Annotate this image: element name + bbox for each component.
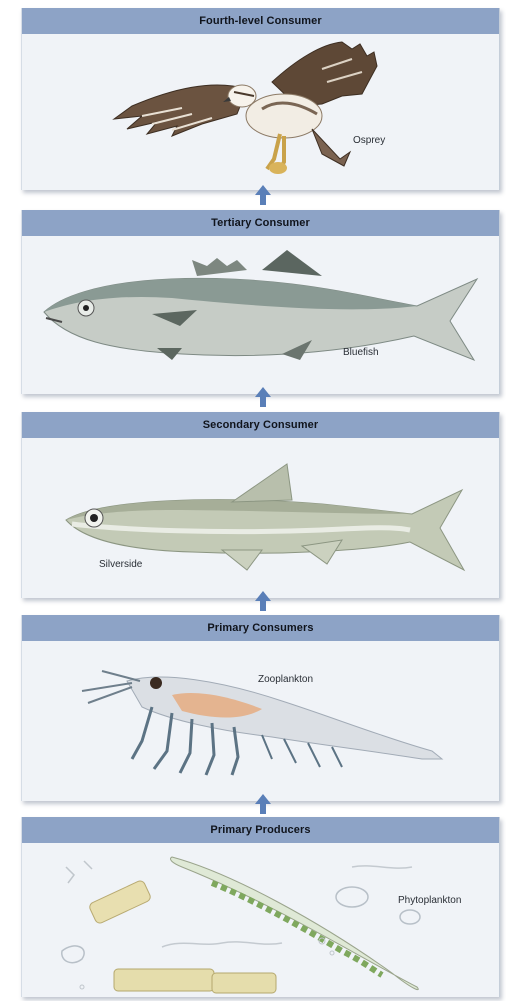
arrow-up-icon xyxy=(253,590,273,612)
panel-body-tertiary-consumer: Bluefish xyxy=(22,236,499,394)
panel-primary-consumers: Primary Consumers Zooplankton xyxy=(21,615,500,801)
organism-label-bluefish: Bluefish xyxy=(343,347,379,358)
panel-title-tertiary-consumer: Tertiary Consumer xyxy=(22,210,499,236)
panel-body-fourth-level-consumer: Osprey xyxy=(22,34,499,190)
arrow-up-icon xyxy=(253,386,273,408)
organism-label-osprey: Osprey xyxy=(353,135,385,146)
panel-title-secondary-consumer: Secondary Consumer xyxy=(22,412,499,438)
panel-title-primary-producers: Primary Producers xyxy=(22,817,499,843)
bluefish-illustration xyxy=(22,236,499,394)
panel-body-secondary-consumer: Silverside xyxy=(22,438,499,598)
phytoplankton-illustration xyxy=(22,843,499,997)
zooplankton-illustration xyxy=(22,641,499,801)
arrow-up-icon xyxy=(253,184,273,206)
panel-tertiary-consumer: Tertiary Consumer Bluefish xyxy=(21,210,500,394)
arrow-up-icon xyxy=(253,793,273,815)
panel-body-primary-producers: Phytoplankton xyxy=(22,843,499,997)
panel-title-fourth-level-consumer: Fourth-level Consumer xyxy=(22,8,499,34)
panel-secondary-consumer: Secondary Consumer Silverside xyxy=(21,412,500,598)
panel-body-primary-consumers: Zooplankton xyxy=(22,641,499,801)
panel-primary-producers: Primary Producers Phytoplankton xyxy=(21,817,500,997)
osprey-illustration xyxy=(22,34,499,190)
organism-label-zooplankton: Zooplankton xyxy=(258,674,313,685)
organism-label-phytoplankton: Phytoplankton xyxy=(398,895,461,906)
organism-label-silverside: Silverside xyxy=(99,559,142,570)
silverside-illustration xyxy=(22,438,499,598)
panel-title-primary-consumers: Primary Consumers xyxy=(22,615,499,641)
panel-fourth-level-consumer: Fourth-level Consumer xyxy=(21,8,500,190)
